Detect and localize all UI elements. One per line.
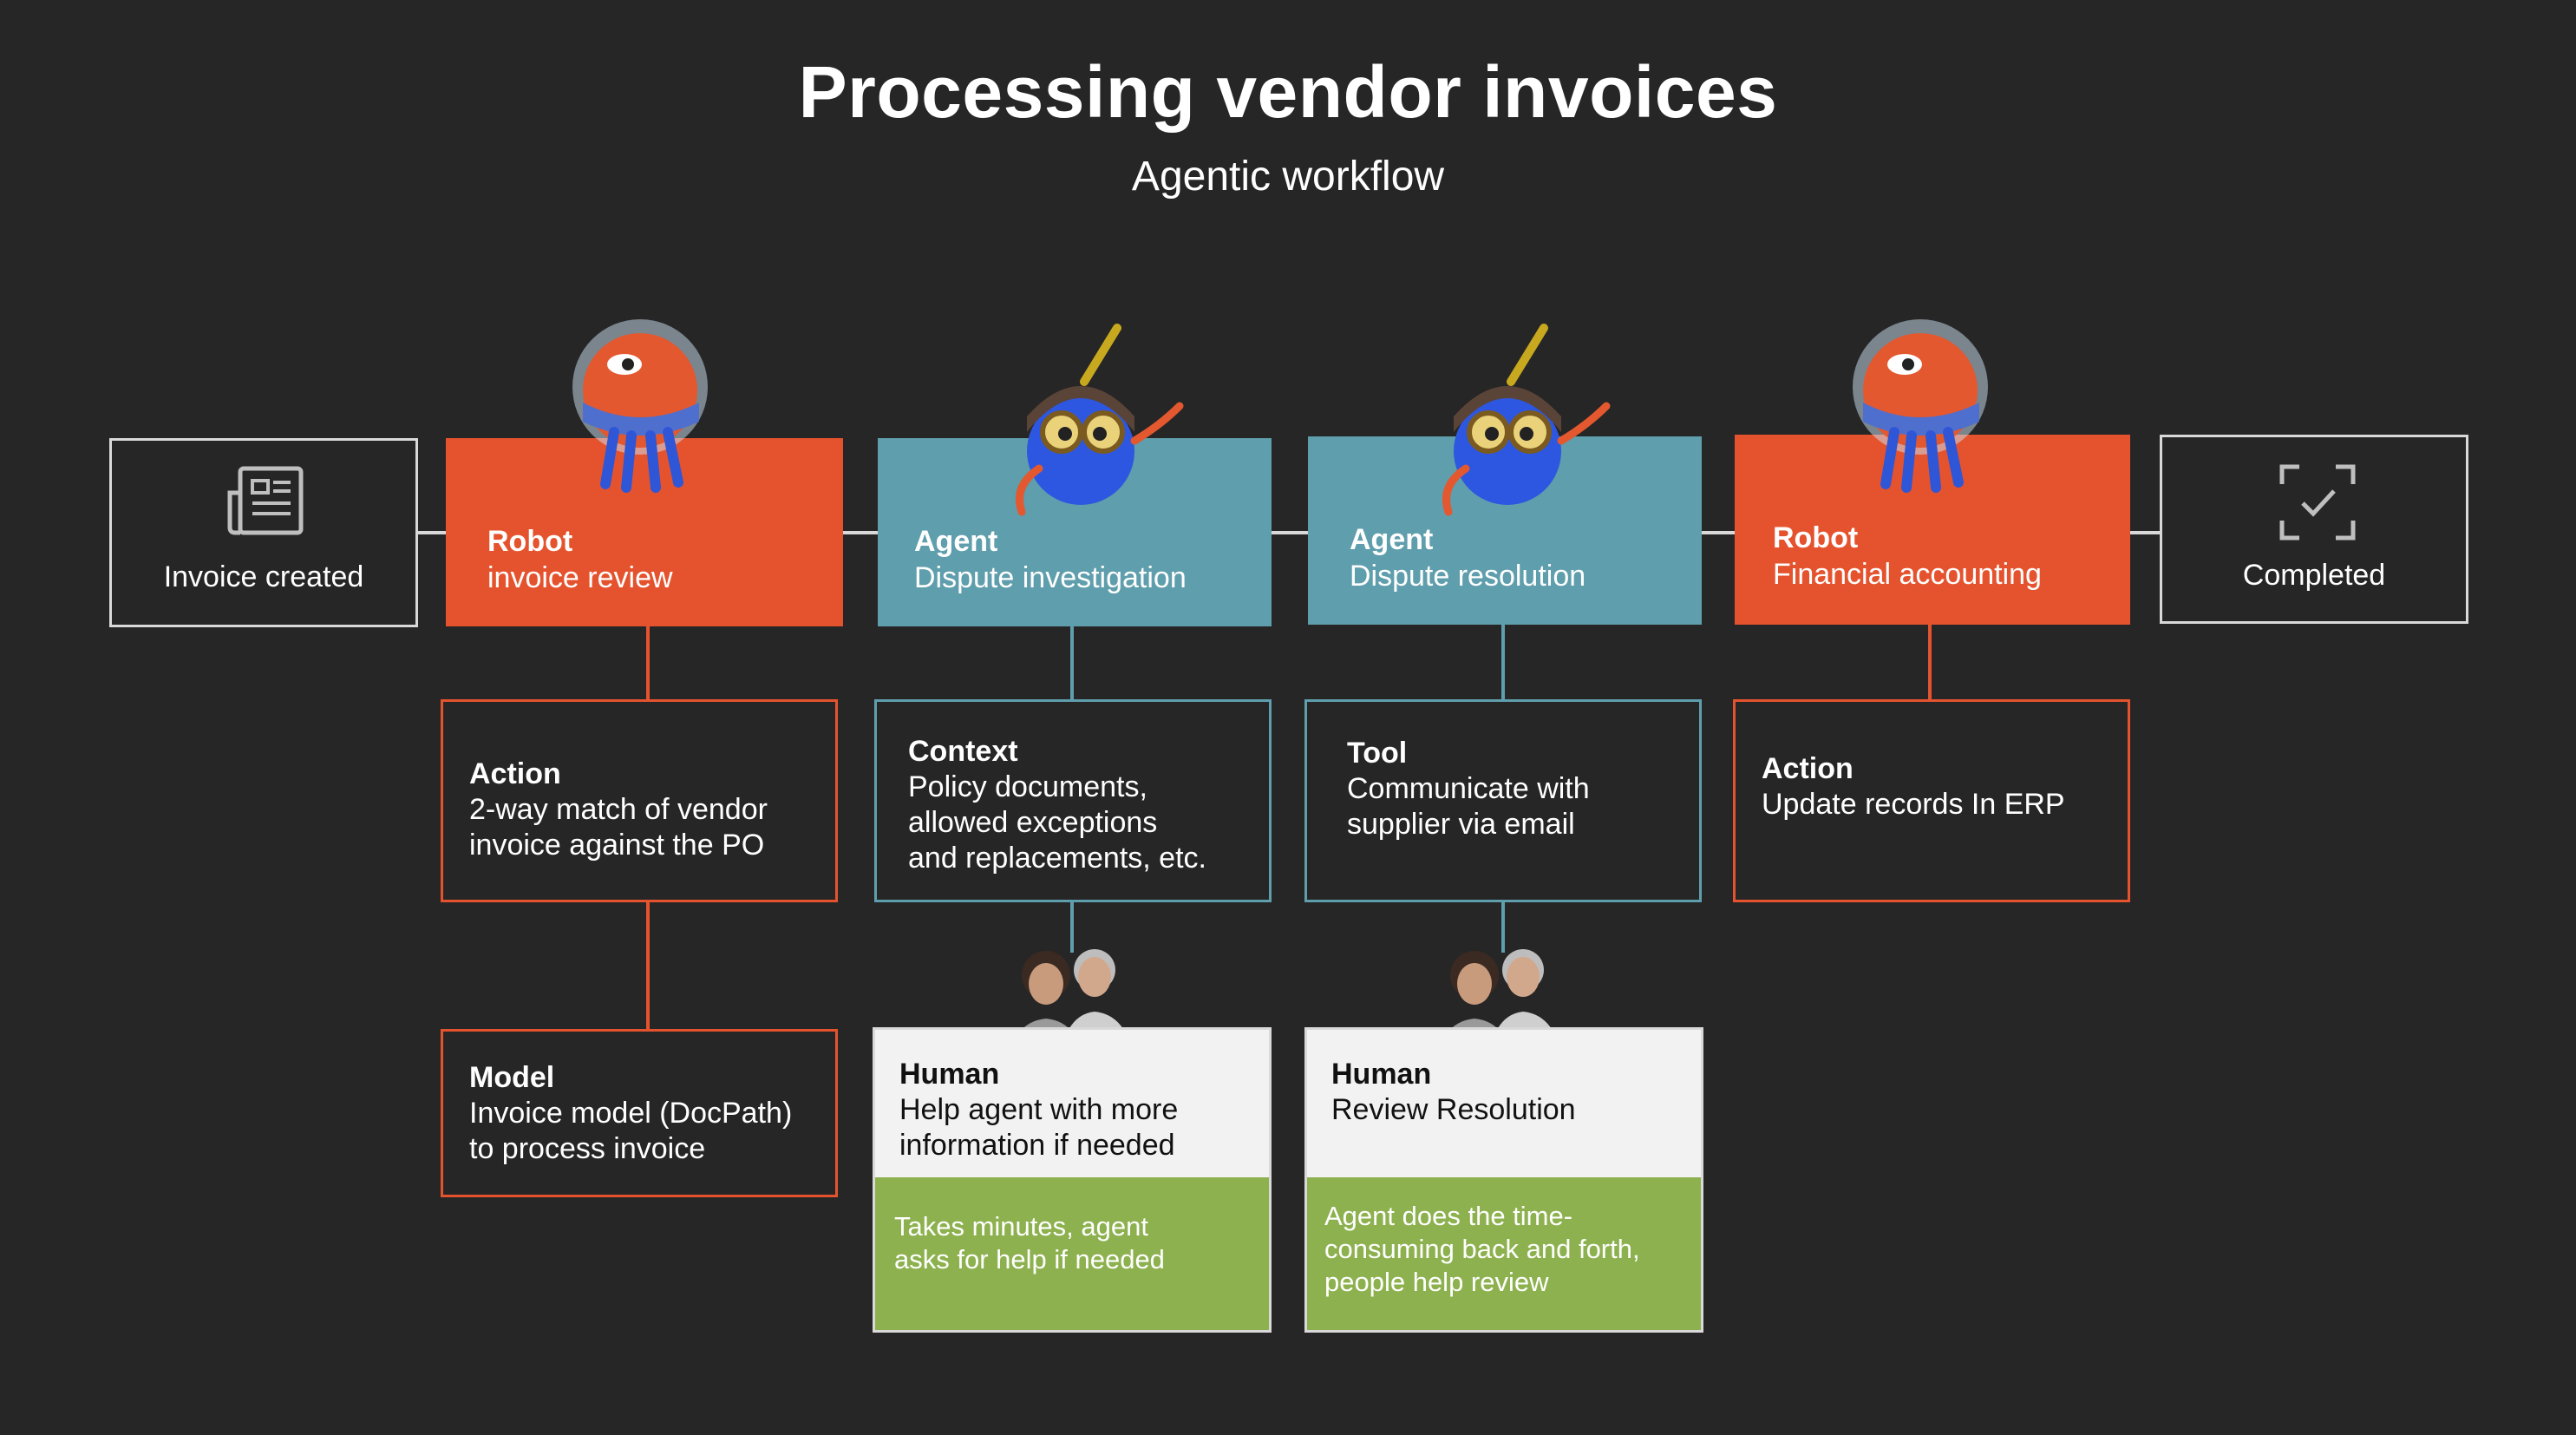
detail-text: Update records In ERP [1762,788,2065,821]
detail-text: 2-way match of vendor invoice against th… [469,793,768,862]
robot-mascot-icon [572,319,708,493]
start-label: Invoice created [163,560,364,593]
connector-stage3-detail [1501,625,1505,701]
check-frame-icon [2279,464,2356,541]
detail-tool-box: Tool Communicate with supplier via email [1304,699,1702,902]
stage-text: invoice review [487,561,673,594]
connector-start-robot [416,531,446,534]
human-help-box: Human Help agent with more information i… [873,1027,1272,1333]
stage-heading: Agent [1350,523,1434,556]
model-box: Model Invoice model (DocPath) to process… [441,1029,838,1197]
human-note: Takes minutes, agent asks for help if ne… [875,1177,1269,1330]
stage-text: Dispute resolution [1350,560,1586,593]
model-text: Invoice model (DocPath) to process invoi… [469,1097,793,1165]
stage-text: Dispute investigation [914,561,1187,594]
stage-heading: Agent [914,525,998,558]
detail-heading: Action [469,757,561,790]
detail-context-box: Context Policy documents, allowed except… [874,699,1272,902]
page-subtitle: Agentic workflow [1131,154,1445,200]
agent-mascot-icon [1016,324,1184,516]
stage-text: Financial accounting [1773,558,2042,591]
end-label: Completed [2242,559,2386,592]
start-box: Invoice created [109,438,418,627]
stage-robot-invoice-review: Robot invoice review [446,438,843,626]
connector-robot-end [2128,531,2161,534]
connector-robot-agent [843,531,878,534]
document-icon [227,466,304,535]
connector-detail-model [646,901,650,1031]
connector-stage1-detail [646,626,650,701]
agent-mascot-icon [1442,324,1611,516]
connector-agent-robot [1702,531,1735,534]
human-text: Help agent with more information if need… [899,1093,1179,1162]
human-heading: Human [899,1058,1000,1091]
connector-stage2-detail [1070,626,1074,701]
stage-heading: Robot [1773,521,1859,554]
stage-heading: Robot [487,525,573,558]
connector-stage4-detail [1928,625,1932,701]
connector-agent-agent [1272,531,1308,534]
detail-text: Communicate with supplier via email [1347,772,1590,841]
human-note: Agent does the time- consuming back and … [1307,1177,1701,1330]
stage-agent-dispute-resolution: Agent Dispute resolution [1308,436,1702,625]
connector-detail2-human [1070,901,1074,953]
detail-text: Policy documents, allowed exceptions and… [908,770,1206,875]
model-heading: Model [469,1061,555,1094]
detail-action-box: Action 2-way match of vendor invoice aga… [441,699,838,902]
page-title: Processing vendor invoices [798,51,1778,133]
detail-action-erp-box: Action Update records In ERP [1733,699,2130,902]
human-text: Review Resolution [1331,1093,1576,1126]
detail-heading: Action [1762,752,1854,785]
detail-heading: Tool [1347,737,1408,770]
end-box: Completed [2160,435,2468,624]
robot-mascot-icon [1853,319,1988,493]
human-review-box: Human Review Resolution Agent does the t… [1304,1027,1703,1333]
connector-detail3-human [1501,901,1505,953]
human-heading: Human [1331,1058,1432,1091]
detail-heading: Context [908,735,1018,768]
